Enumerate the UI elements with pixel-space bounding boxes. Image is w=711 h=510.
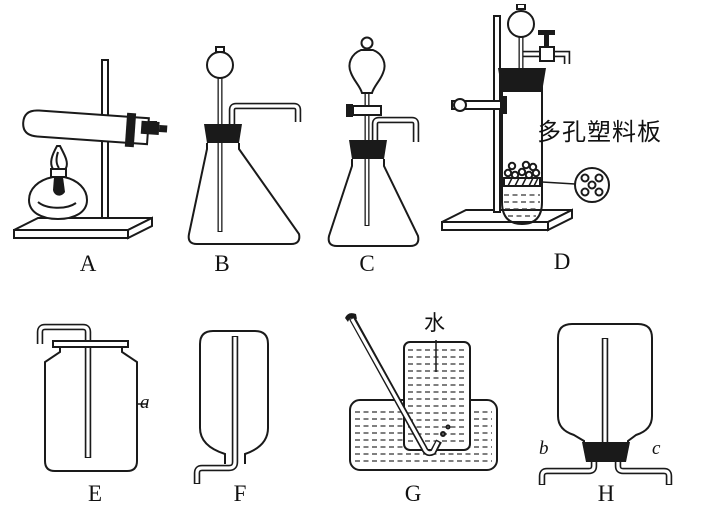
- apparatus-label-e: E: [87, 481, 103, 506]
- apparatus-h-two-port-bottle: [536, 318, 676, 495]
- apparatus-g-water-trough: [342, 310, 507, 487]
- port-a-annotation: a: [140, 392, 150, 413]
- apparatus-b-flask-thistle-funnel: [182, 46, 307, 261]
- port-b-annotation: b: [539, 438, 549, 459]
- apparatus-label-f: F: [233, 481, 247, 506]
- apparatus-c-flask-separating-funnel: [315, 36, 430, 259]
- porous-plate-annotation: 多孔塑料板: [537, 120, 662, 146]
- apparatus-d-stand-generator: [430, 3, 685, 257]
- apparatus-label-d: D: [553, 249, 571, 274]
- apparatus-e-gas-bottle: [28, 316, 163, 489]
- apparatus-label-a: A: [79, 251, 97, 276]
- apparatus-label-c: C: [359, 251, 375, 276]
- apparatus-c-drawing: [327, 36, 420, 247]
- apparatus-label-b: B: [214, 251, 230, 276]
- apparatus-a-drawing: [13, 59, 168, 240]
- apparatus-f-bottle: [192, 324, 292, 497]
- apparatus-f-drawing: [193, 330, 269, 484]
- apparatus-g-drawing: [345, 313, 498, 471]
- apparatus-d-drawing: [441, 3, 610, 232]
- apparatus-h-drawing: [538, 323, 673, 485]
- apparatus-label-g: G: [404, 481, 422, 506]
- apparatus-label-h: H: [597, 481, 615, 506]
- apparatus-a-heated-test-tube: [8, 8, 178, 263]
- apparatus-b-drawing: [187, 46, 302, 245]
- water-annotation: 水: [424, 311, 445, 335]
- port-c-annotation: c: [652, 438, 661, 459]
- apparatus-e-drawing: [36, 323, 147, 472]
